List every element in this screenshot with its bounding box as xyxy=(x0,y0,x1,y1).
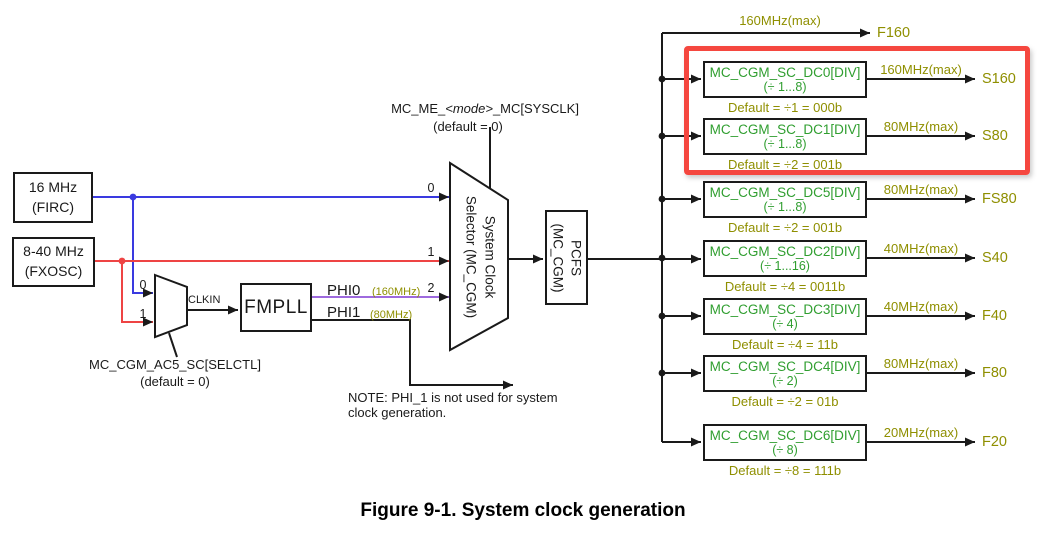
divider-signal-label: S160 xyxy=(982,71,1016,87)
firc-name-label: (FIRC) xyxy=(32,198,74,215)
pllmux-select-default-label: (default = 0) xyxy=(140,374,210,389)
divider-name: MC_CGM_SC_DC4[DIV] xyxy=(709,359,861,374)
divider-freq-label: 160MHz(max) xyxy=(880,62,962,77)
phi1-freq-label: (80MHz) xyxy=(370,309,413,321)
system-clock-selector-label: System Clock Selector (MC_CGM) xyxy=(459,163,499,350)
wire-phi1 xyxy=(312,319,513,390)
phi1-label: PHI1 xyxy=(327,304,361,321)
junction-dot-red xyxy=(118,257,126,265)
divider-name: MC_CGM_SC_DC5[DIV] xyxy=(709,185,861,200)
f160-signal-label: F160 xyxy=(877,25,911,41)
divider-range: (÷ 4) xyxy=(772,317,798,331)
divider-name: MC_CGM_SC_DC0[DIV] xyxy=(709,65,861,80)
divider-range: (÷ 2) xyxy=(772,374,798,388)
junction-dot-blue xyxy=(129,193,137,201)
divider-freq-label: 20MHz(max) xyxy=(883,425,959,440)
divider-signal-label: F20 xyxy=(982,434,1007,450)
divider-freq-label: 40MHz(max) xyxy=(883,299,959,314)
sysclk-select-default-label: (default = 0) xyxy=(433,119,503,134)
divider-default-label: Default = ÷2 = 001b xyxy=(727,157,843,172)
fxosc-name-label: (FXOSC) xyxy=(24,263,83,279)
divider-range: (÷ 8) xyxy=(772,443,798,457)
selector-input1-label: 1 xyxy=(427,245,435,259)
phi1-note-line1: NOTE: PHI_1 is not used for system xyxy=(348,390,558,405)
divider-signal-label: S40 xyxy=(982,250,1008,266)
sysclk-label-suffix: _MC[SYSCLK] xyxy=(492,101,579,116)
divider-default-label: Default = ÷2 = 01b xyxy=(731,394,839,409)
divider-range: (÷ 1...8) xyxy=(763,137,807,151)
divider-freq-label: 40MHz(max) xyxy=(883,241,959,256)
divider-box-dc1: MC_CGM_SC_DC1[DIV] (÷ 1...8) xyxy=(703,118,867,155)
divider-range: (÷ 1...16) xyxy=(760,259,810,273)
sysclk-label-mode: <mode> xyxy=(445,101,493,116)
divider-signal-label: F40 xyxy=(982,308,1007,324)
pllmux-input0-label: 0 xyxy=(139,278,147,292)
junction-dot xyxy=(658,254,666,262)
phi0-label: PHI0 xyxy=(327,282,361,299)
divider-default-label: Default = ÷4 = 0011b xyxy=(724,279,846,294)
divider-default-label: Default = ÷8 = 111b xyxy=(728,463,842,478)
divider-box-dc4: MC_CGM_SC_DC4[DIV] (÷ 2) xyxy=(703,355,867,392)
clkin-label: CLKIN xyxy=(188,294,221,306)
figure-caption: Figure 9-1. System clock generation xyxy=(360,500,686,521)
divider-default-label: Default = ÷2 = 001b xyxy=(727,220,843,235)
wire-pllmux-select xyxy=(168,332,178,358)
highlight-rectangle xyxy=(684,46,1030,175)
divider-range: (÷ 1...8) xyxy=(763,80,807,94)
selector-input0-label: 0 xyxy=(427,181,435,195)
divider-signal-label: F80 xyxy=(982,365,1007,381)
junction-dot xyxy=(658,312,666,320)
wires-group xyxy=(93,28,975,447)
selector-label-line1: System Clock xyxy=(482,215,497,298)
divider-freq-label: 80MHz(max) xyxy=(883,119,959,134)
wire-fxosc-to-pllmux xyxy=(121,261,153,327)
divider-box-dc3: MC_CGM_SC_DC3[DIV] (÷ 4) xyxy=(703,298,867,335)
sysclk-label-prefix: MC_ME_ xyxy=(391,101,446,116)
divider-default-label: Default = ÷4 = 11b xyxy=(732,337,838,352)
f160-freq-label: 160MHz(max) xyxy=(739,13,821,28)
phi0-freq-label: (160MHz) xyxy=(372,286,421,298)
pll-input-mux xyxy=(154,273,188,339)
phi1-note: NOTE: PHI_1 is not used for system clock… xyxy=(348,390,558,420)
divider-freq-label: 80MHz(max) xyxy=(883,356,959,371)
firc-box: 16 MHz (FIRC) xyxy=(13,172,93,223)
junction-dots xyxy=(118,75,666,377)
divider-name: MC_CGM_SC_DC6[DIV] xyxy=(709,428,861,443)
pcfs-label-line2: (MC_CGM) xyxy=(550,223,566,292)
pcfs-label-line1: PCFS xyxy=(568,239,584,276)
divider-range: (÷ 1...8) xyxy=(763,200,807,214)
divider-box-dc5: MC_CGM_SC_DC5[DIV] (÷ 1...8) xyxy=(703,181,867,218)
phi1-note-line2: clock generation. xyxy=(348,405,447,420)
divider-box-dc0: MC_CGM_SC_DC0[DIV] (÷ 1...8) xyxy=(703,61,867,98)
pcfs-box xyxy=(545,210,588,305)
pllmux-select-register-label: MC_CGM_AC5_SC[SELCTL] xyxy=(89,357,261,372)
sysclk-select-register-label: MC_ME_<mode>_MC[SYSCLK] xyxy=(385,101,585,116)
divider-name: MC_CGM_SC_DC2[DIV] xyxy=(709,244,861,259)
junction-dot xyxy=(658,195,666,203)
fmpll-label: FMPLL xyxy=(244,296,308,318)
divider-signal-label: FS80 xyxy=(982,191,1017,207)
pcfs-label: PCFS (MC_CGM) xyxy=(549,210,585,305)
divider-name: MC_CGM_SC_DC3[DIV] xyxy=(709,302,861,317)
junction-dot xyxy=(658,369,666,377)
divider-box-dc2: MC_CGM_SC_DC2[DIV] (÷ 1...16) xyxy=(703,240,867,277)
divider-name: MC_CGM_SC_DC1[DIV] xyxy=(709,122,861,137)
firc-freq-label: 16 MHz xyxy=(28,178,78,195)
divider-signal-label: S80 xyxy=(982,128,1008,144)
divider-box-dc6: MC_CGM_SC_DC6[DIV] (÷ 8) xyxy=(703,424,867,461)
fmpll-box: FMPLL xyxy=(240,283,312,332)
system-clock-selector-mux xyxy=(449,161,509,352)
divider-default-label: Default = ÷1 = 000b xyxy=(727,100,843,115)
fxosc-freq-label: 8-40 MHz xyxy=(23,243,84,260)
junction-dot xyxy=(658,75,666,83)
divider-freq-label: 80MHz(max) xyxy=(883,182,959,197)
junction-dot xyxy=(658,132,666,140)
selector-input2-label: 2 xyxy=(427,281,435,295)
wire-firc-to-pllmux xyxy=(132,197,153,298)
pllmux-input1-label: 1 xyxy=(139,307,147,321)
fxosc-box: 8-40 MHz (FXOSC) xyxy=(12,237,95,287)
selector-label-line2: Selector (MC_CGM) xyxy=(463,195,478,318)
